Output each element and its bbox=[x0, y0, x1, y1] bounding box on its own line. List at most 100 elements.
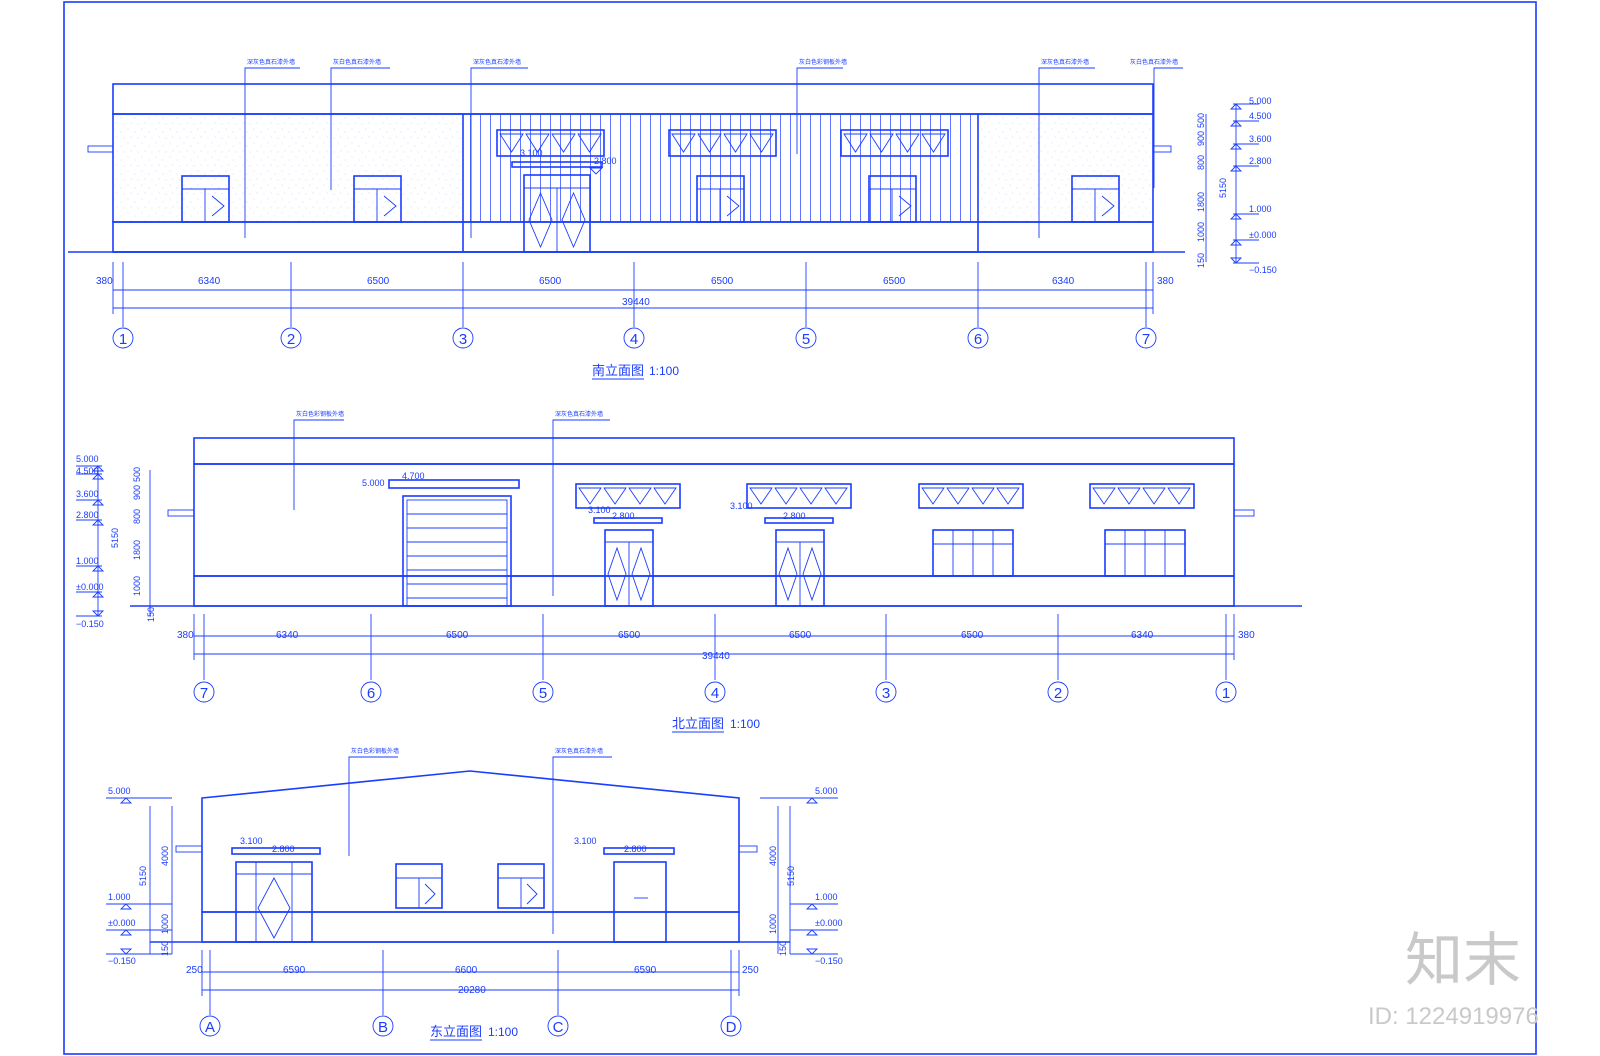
south-high-window-2 bbox=[668, 129, 777, 157]
south-level-6: ±0.000 bbox=[1249, 230, 1276, 240]
east-level-4: −0.150 bbox=[108, 956, 136, 966]
north-title: 北立面图 bbox=[672, 716, 724, 731]
south-note-4: 灰白色彩钢板外墙 bbox=[799, 58, 847, 66]
east-vdim-r2: 1000 bbox=[768, 914, 778, 934]
south-door-canopy bbox=[511, 161, 603, 168]
north-span-3: 6500 bbox=[618, 630, 641, 641]
north-door-2 bbox=[775, 529, 825, 607]
north-span-7: 380 bbox=[1238, 630, 1255, 641]
south-note-1: 深灰色真石漆外墙 bbox=[247, 58, 295, 66]
east-vdim-1: 4000 bbox=[160, 846, 170, 866]
east-span-4: 250 bbox=[742, 965, 759, 976]
north-scale: 1:100 bbox=[730, 717, 760, 731]
south-scale: 1:100 bbox=[649, 364, 679, 378]
east-vdim-r3: 150 bbox=[778, 941, 788, 956]
south-title: 南立面图 bbox=[592, 363, 644, 378]
east-level-3: ±0.000 bbox=[108, 918, 135, 928]
north-window-2 bbox=[1104, 529, 1186, 577]
north-axis-2: 2 bbox=[1054, 685, 1062, 702]
south-span-1: 6340 bbox=[198, 276, 221, 287]
north-high-windows bbox=[575, 483, 1195, 509]
east-window-2 bbox=[497, 863, 545, 909]
north-level-5: 1.000 bbox=[76, 556, 99, 566]
south-vdim-1: 500 bbox=[1196, 113, 1206, 128]
north-vdim-total: 5150 bbox=[110, 528, 120, 548]
north-vdim-4: 1800 bbox=[132, 540, 142, 560]
east-level-r3: ±0.000 bbox=[815, 918, 842, 928]
south-axis-6: 6 bbox=[974, 331, 982, 348]
south-level-7: −0.150 bbox=[1249, 265, 1277, 275]
east-window-1 bbox=[395, 863, 443, 909]
north-mark-5: 3.100 bbox=[730, 501, 753, 511]
south-span-2: 6500 bbox=[367, 276, 390, 287]
south-axis-4: 4 bbox=[630, 331, 638, 348]
east-level-r1: 5.000 bbox=[815, 786, 838, 796]
north-span-6: 6340 bbox=[1131, 630, 1154, 641]
east-vdim-total: 5150 bbox=[138, 866, 148, 886]
south-span-6: 6340 bbox=[1052, 276, 1075, 287]
south-plinth bbox=[112, 221, 1154, 253]
north-level-4: 2.800 bbox=[76, 510, 99, 520]
south-windows bbox=[181, 175, 1120, 223]
north-total: 39440 bbox=[702, 651, 730, 662]
north-level-7: −0.150 bbox=[76, 619, 104, 629]
north-mark-2: 4.700 bbox=[402, 471, 425, 481]
south-note-2: 灰白色真石漆外墙 bbox=[333, 58, 381, 66]
south-span-3: 6500 bbox=[539, 276, 562, 287]
east-vdim-r1: 4000 bbox=[768, 846, 778, 866]
east-vdim-2: 1000 bbox=[160, 914, 170, 934]
north-note-1: 灰白色彩钢板外墙 bbox=[296, 410, 344, 418]
north-level-2: 4.500 bbox=[76, 466, 99, 476]
south-axis-7: 7 bbox=[1142, 331, 1150, 348]
north-plinth bbox=[193, 575, 1235, 607]
north-axis-5: 5 bbox=[539, 685, 547, 702]
north-axis-4: 4 bbox=[711, 685, 719, 702]
south-axis-3: 3 bbox=[459, 331, 467, 348]
north-span-0: 380 bbox=[177, 630, 194, 641]
south-vdim-2: 900 bbox=[1196, 131, 1206, 146]
south-level-3: 3.600 bbox=[1249, 134, 1272, 144]
south-axis-1: 1 bbox=[119, 331, 127, 348]
north-level-3: 3.600 bbox=[76, 489, 99, 499]
east-scale: 1:100 bbox=[488, 1025, 518, 1039]
north-vdim-5: 1000 bbox=[132, 576, 142, 596]
east-note-2: 深灰色真石漆外墙 bbox=[555, 747, 603, 755]
south-vdim-6: 150 bbox=[1196, 253, 1206, 268]
east-span-2: 6600 bbox=[455, 965, 478, 976]
south-vdim-5: 1000 bbox=[1196, 222, 1206, 242]
south-vdim-3: 800 bbox=[1196, 155, 1206, 170]
east-vdim-3: 150 bbox=[160, 941, 170, 956]
south-level-5: 1.000 bbox=[1249, 204, 1272, 214]
south-stone-left bbox=[114, 115, 463, 221]
north-roof-fascia bbox=[193, 437, 1235, 465]
north-span-5: 6500 bbox=[961, 630, 984, 641]
north-door-1 bbox=[604, 529, 654, 607]
east-entrance-door bbox=[235, 861, 313, 943]
south-axis-5: 5 bbox=[802, 331, 810, 348]
south-steel-center bbox=[464, 115, 978, 221]
east-span-0: 250 bbox=[186, 965, 203, 976]
east-note-1: 灰白色彩钢板外墙 bbox=[351, 747, 399, 755]
east-axis-c: C bbox=[553, 1019, 564, 1036]
south-mark-1: 3.100 bbox=[520, 148, 543, 158]
north-span-4: 6500 bbox=[789, 630, 812, 641]
east-axis-a: A bbox=[205, 1019, 215, 1036]
south-note-6: 灰白色真石漆外墙 bbox=[1130, 58, 1178, 66]
east-axis-d: D bbox=[726, 1019, 737, 1036]
east-level-r4: −0.150 bbox=[815, 956, 843, 966]
sheet-border bbox=[63, 1, 1537, 1055]
east-title: 东立面图 bbox=[430, 1024, 482, 1039]
east-axis-b: B bbox=[378, 1019, 388, 1036]
south-span-7: 380 bbox=[1157, 276, 1174, 287]
south-high-window-1 bbox=[496, 129, 605, 157]
east-wall bbox=[201, 770, 740, 913]
east-span-3: 6590 bbox=[634, 965, 657, 976]
south-entrance-door bbox=[523, 174, 591, 253]
north-mark-3: 3.100 bbox=[588, 505, 611, 515]
north-wall bbox=[193, 463, 1235, 577]
east-total: 20280 bbox=[458, 985, 486, 996]
north-level-6: ±0.000 bbox=[76, 582, 103, 592]
east-span-1: 6590 bbox=[283, 965, 306, 976]
east-vdim-r-total: 5150 bbox=[786, 866, 796, 886]
